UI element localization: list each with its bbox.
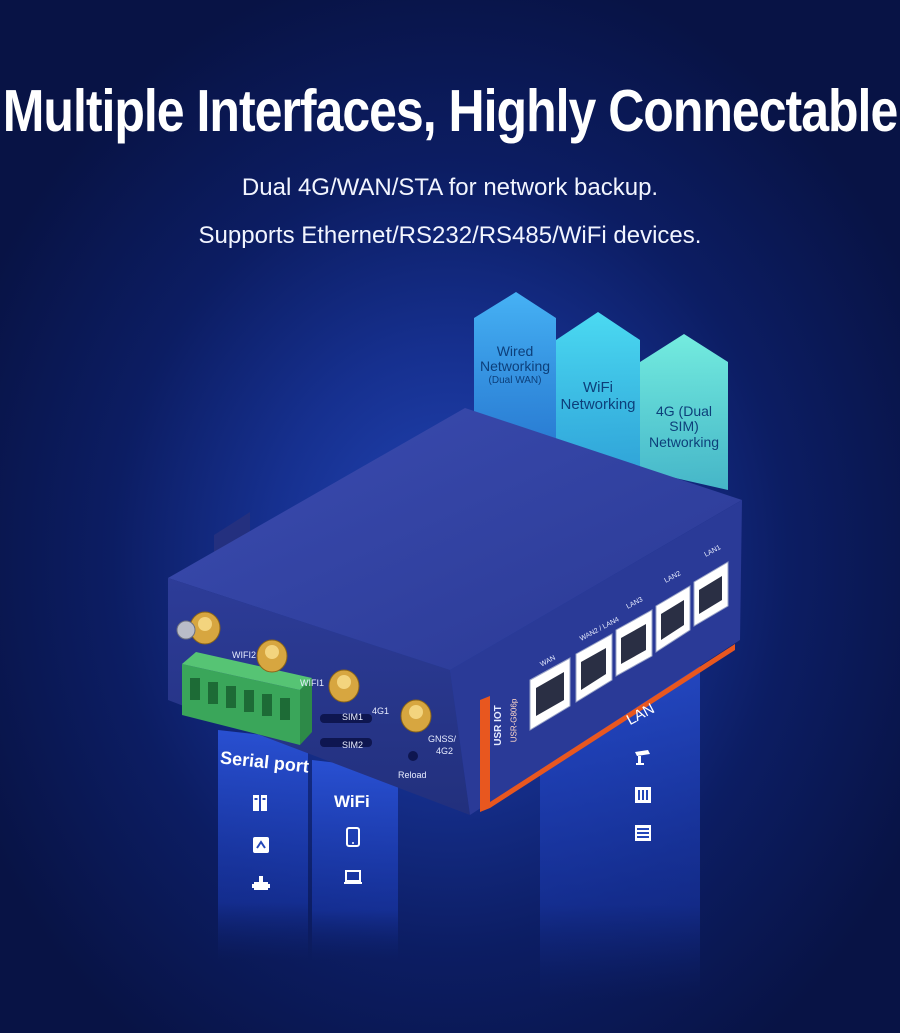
router-front-face — [168, 578, 470, 815]
wired-arrow-line3: (Dual WAN) — [488, 374, 542, 386]
wifi-beam-label: WiFi — [334, 792, 370, 811]
wifi-networking-arrow: WiFi Networking — [556, 379, 640, 413]
wifi-arrow — [556, 312, 640, 470]
4g-arrow — [640, 334, 728, 490]
switch-icon — [635, 825, 651, 841]
brand-logo: USR IOT — [492, 705, 504, 746]
subtitle-line-2: Supports Ethernet/RS232/RS485/WiFi devic… — [198, 222, 702, 249]
label-wifi1: WIFI1 — [300, 678, 324, 688]
wired-arrow-line2: Networking — [479, 358, 551, 375]
model-label: USR-G806p — [509, 698, 519, 743]
tablet-icon — [346, 827, 360, 847]
wired-arrow-line1: Wired — [496, 343, 534, 359]
building-icon — [635, 787, 651, 803]
server-rack-icon — [253, 795, 267, 811]
router-top-face — [168, 408, 742, 670]
4g-arrow-line1: 4G (Dual SIM) — [655, 403, 713, 435]
wifi-arrow-line2: Networking — [560, 395, 636, 413]
label-wifi2: WIFI2 — [232, 650, 256, 660]
label-sim1: SIM1 — [342, 712, 364, 722]
label-gnss: GNSS/ — [428, 734, 457, 744]
laptop-icon — [344, 870, 362, 884]
wired-arrow — [474, 292, 556, 445]
wifi-beam — [312, 760, 398, 960]
label-4g1: 4G1 — [372, 706, 390, 716]
orange-trim — [480, 696, 490, 812]
4g-networking-arrow: 4G (Dual SIM) Networking — [640, 403, 728, 450]
label-4g2: 4G2 — [436, 746, 454, 756]
wifi-arrow-line1: WiFi — [583, 379, 613, 396]
terminal-block — [182, 652, 312, 745]
label-reload: Reload — [398, 770, 427, 780]
wired-networking-arrow: Wired Networking (Dual WAN) — [474, 343, 556, 386]
headline: Multiple Interfaces, Highly Connectable — [2, 77, 899, 145]
4g-arrow-line2: Networking — [648, 433, 720, 450]
label-sim2: SIM2 — [342, 740, 364, 750]
camera-icon — [635, 750, 650, 765]
valve-icon — [252, 876, 270, 890]
meter-icon — [253, 837, 269, 853]
subtitle-line-1: Dual 4G/WAN/STA for network backup. — [241, 174, 659, 201]
